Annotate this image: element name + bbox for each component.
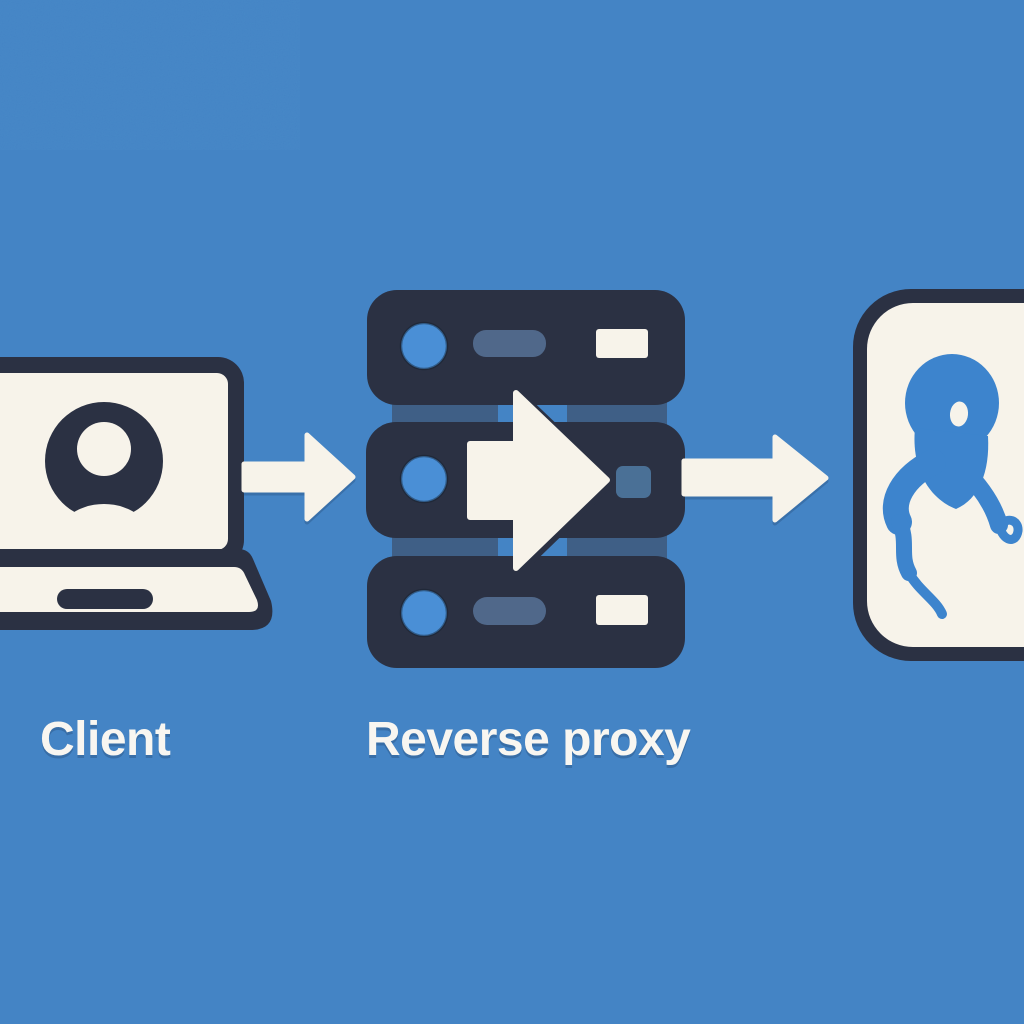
octopus-eye (949, 401, 969, 427)
server-slot-1 (473, 330, 546, 357)
server-led-1 (399, 321, 449, 371)
arrow-right-icon-2 (681, 434, 829, 523)
server-drive-2 (616, 466, 651, 498)
backend-card (853, 289, 1024, 661)
reverse-proxy-label: Reverse proxy (366, 713, 691, 766)
laptop-user-icon (0, 357, 273, 630)
arrow-right-icon-1 (241, 432, 356, 522)
server-drive-1 (596, 329, 648, 358)
proxy-forward-arrow-icon (467, 390, 610, 571)
server-led-3 (399, 588, 449, 638)
laptop-trackpad-notch (57, 589, 153, 609)
client-label: Client (40, 713, 171, 766)
server-led-2 (399, 454, 449, 504)
octopus-service-icon (882, 354, 1023, 619)
server-slot-3 (473, 597, 546, 625)
server-drive-3 (596, 595, 648, 625)
server-stack-icon (366, 290, 685, 668)
